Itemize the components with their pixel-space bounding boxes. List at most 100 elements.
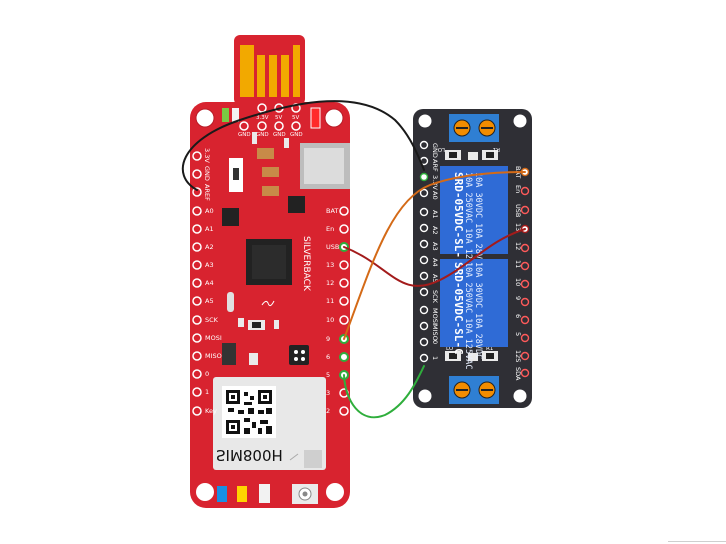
board-right-pin-6[interactable] (339, 315, 349, 325)
relay-right-pin-label-6: 10 (514, 278, 522, 286)
board-left-pin-label-1: GND (203, 166, 211, 181)
relay-left-pin-10[interactable] (419, 305, 429, 315)
sim-module-label: SIM800H (216, 446, 283, 464)
board-left-pin-0[interactable] (192, 151, 202, 161)
relay-right-pin-4[interactable] (520, 243, 530, 253)
relay-left-pin-label-12: 0 (431, 340, 439, 344)
top-pin-label-gnd-1: GND (238, 132, 251, 138)
board-left-pin-10[interactable] (192, 333, 202, 343)
board-right-pin-label-3: 13 (326, 261, 334, 269)
top-pin-label-2: 5V (275, 115, 282, 121)
relay-led-label-4: R1 (486, 346, 493, 352)
board-right-pin-11[interactable] (339, 406, 349, 416)
wire-green (343, 365, 425, 419)
relay-left-pin-label-1: ARF (431, 159, 439, 172)
relay-right-pin-8[interactable] (520, 315, 530, 325)
relay-right-pin-label-5: 11 (514, 260, 522, 268)
relay-left-pin-6[interactable] (419, 239, 429, 249)
board-left-pin-13[interactable] (192, 387, 202, 397)
relay-right-pin-6[interactable] (520, 279, 530, 289)
board-left-pin-8[interactable] (192, 296, 202, 306)
board-left-pin-label-2: AREF (203, 184, 211, 201)
board-left-pin-label-14: Key (205, 407, 217, 415)
relay-right-pin-label-8: 6 (514, 314, 522, 318)
board-right-pin-5[interactable] (339, 296, 349, 306)
relay-left-pin-0[interactable] (419, 140, 429, 150)
relay-left-pin-label-8: A5 (431, 274, 439, 283)
relay-left-pin-label-7: A4 (431, 258, 439, 267)
board-right-pin-3[interactable] (339, 260, 349, 270)
relay-left-pin-8[interactable] (419, 271, 429, 281)
relay-right-pin-2[interactable] (520, 205, 530, 215)
board-left-pin-1[interactable] (192, 169, 202, 179)
relay-right-pin-label-10: 12S (514, 350, 522, 362)
top-pin-label-gnd-2: GND (256, 132, 269, 138)
relay-right-pin-5[interactable] (520, 261, 530, 271)
board-right-pin-1[interactable] (339, 224, 349, 234)
board-left-pin-label-3: A0 (205, 207, 214, 215)
board-left-pin-14[interactable] (192, 406, 202, 416)
relay-left-pin-7[interactable] (419, 255, 429, 265)
relay-right-pin-7[interactable] (520, 297, 530, 307)
board-left-pin-7[interactable] (192, 278, 202, 288)
board-left-pin-label-10: MOSI (205, 334, 222, 342)
relay-left-pin-label-3: A0 (431, 191, 439, 200)
relay-left-pin-label-0: GND (431, 143, 439, 158)
relay-led-label-1: LO (437, 146, 445, 152)
board-left-pin-label-13: 1 (205, 388, 209, 396)
board-left-pin-9[interactable] (192, 315, 202, 325)
relay-left-pin-3[interactable] (419, 188, 429, 198)
relay-left-pin-label-9: SCK (431, 290, 439, 304)
relay-right-pin-label-9: 5 (514, 332, 522, 336)
board-right-pin-label-1: En (326, 225, 334, 233)
board-right-pin-label-8: 6 (326, 353, 330, 361)
board-left-pin-5[interactable] (192, 242, 202, 252)
board-left-pin-4[interactable] (192, 224, 202, 234)
board-left-pin-label-0: 3.3V (203, 148, 211, 163)
relay-right-pin-11[interactable] (520, 368, 530, 378)
relay-left-pin-12[interactable] (419, 337, 429, 347)
top-pin-label-gnd-4: GND (290, 132, 303, 138)
board-right-pin-label-7: 9 (326, 335, 330, 343)
board-right-pin-label-6: 10 (326, 316, 334, 324)
wire-black (181, 100, 425, 191)
relay-right-pin-label-1: En (514, 185, 522, 193)
relay-left-pin-4[interactable] (419, 207, 429, 217)
relay-1 (440, 166, 508, 254)
relay-right-pin-1[interactable] (520, 186, 530, 196)
board-right-pin-label-4: 12 (326, 279, 334, 287)
relay-left-pin-label-10: MOSI (431, 308, 439, 325)
board-left-pin-label-7: A4 (205, 279, 214, 287)
board-left-pin-2[interactable] (192, 187, 202, 197)
board-left-pin-11[interactable] (192, 351, 202, 361)
relay-left-pin-label-4: A1 (431, 210, 439, 219)
relay-left-pin-11[interactable] (419, 321, 429, 331)
relay-right-pin-label-2: USB (514, 204, 522, 217)
board-left-pin-3[interactable] (192, 206, 202, 216)
relay-left-pin-9[interactable] (419, 287, 429, 297)
board-right-pin-0[interactable] (339, 206, 349, 216)
relay-left-pin-13[interactable] (419, 353, 429, 363)
board-right-pin-label-5: 11 (326, 297, 334, 305)
relay-right-pin-10[interactable] (520, 351, 530, 361)
relay-led-label-2: R1 (493, 146, 500, 152)
top-pin-label-1: 3.3V (256, 115, 269, 121)
relay-left-pin-2[interactable] (419, 172, 429, 182)
board-left-pin-12[interactable] (192, 369, 202, 379)
relay-right-pin-label-3: 13 (514, 223, 522, 231)
board-left-pin-label-5: A2 (205, 243, 214, 251)
silverback-board: 3.3V 5V 5V GND GND GND GND (190, 35, 350, 508)
relay-1-model: SRD-05VDC-SL-C (452, 172, 465, 265)
bottom-divider (668, 541, 726, 542)
top-pin-label-gnd-3: GND (273, 132, 286, 138)
relay-right-pin-9[interactable] (520, 333, 530, 343)
board-left-pin-label-12: 0 (205, 370, 209, 378)
relay-left-pin-5[interactable] (419, 223, 429, 233)
board-right-pin-8[interactable] (339, 352, 349, 362)
board-right-pin-4[interactable] (339, 278, 349, 288)
board-left-pin-6[interactable] (192, 260, 202, 270)
board-right-pin-label-2: USB (326, 243, 339, 251)
relay-1-rating-2: 10A 30VDC 10A 28VDC (473, 172, 483, 269)
